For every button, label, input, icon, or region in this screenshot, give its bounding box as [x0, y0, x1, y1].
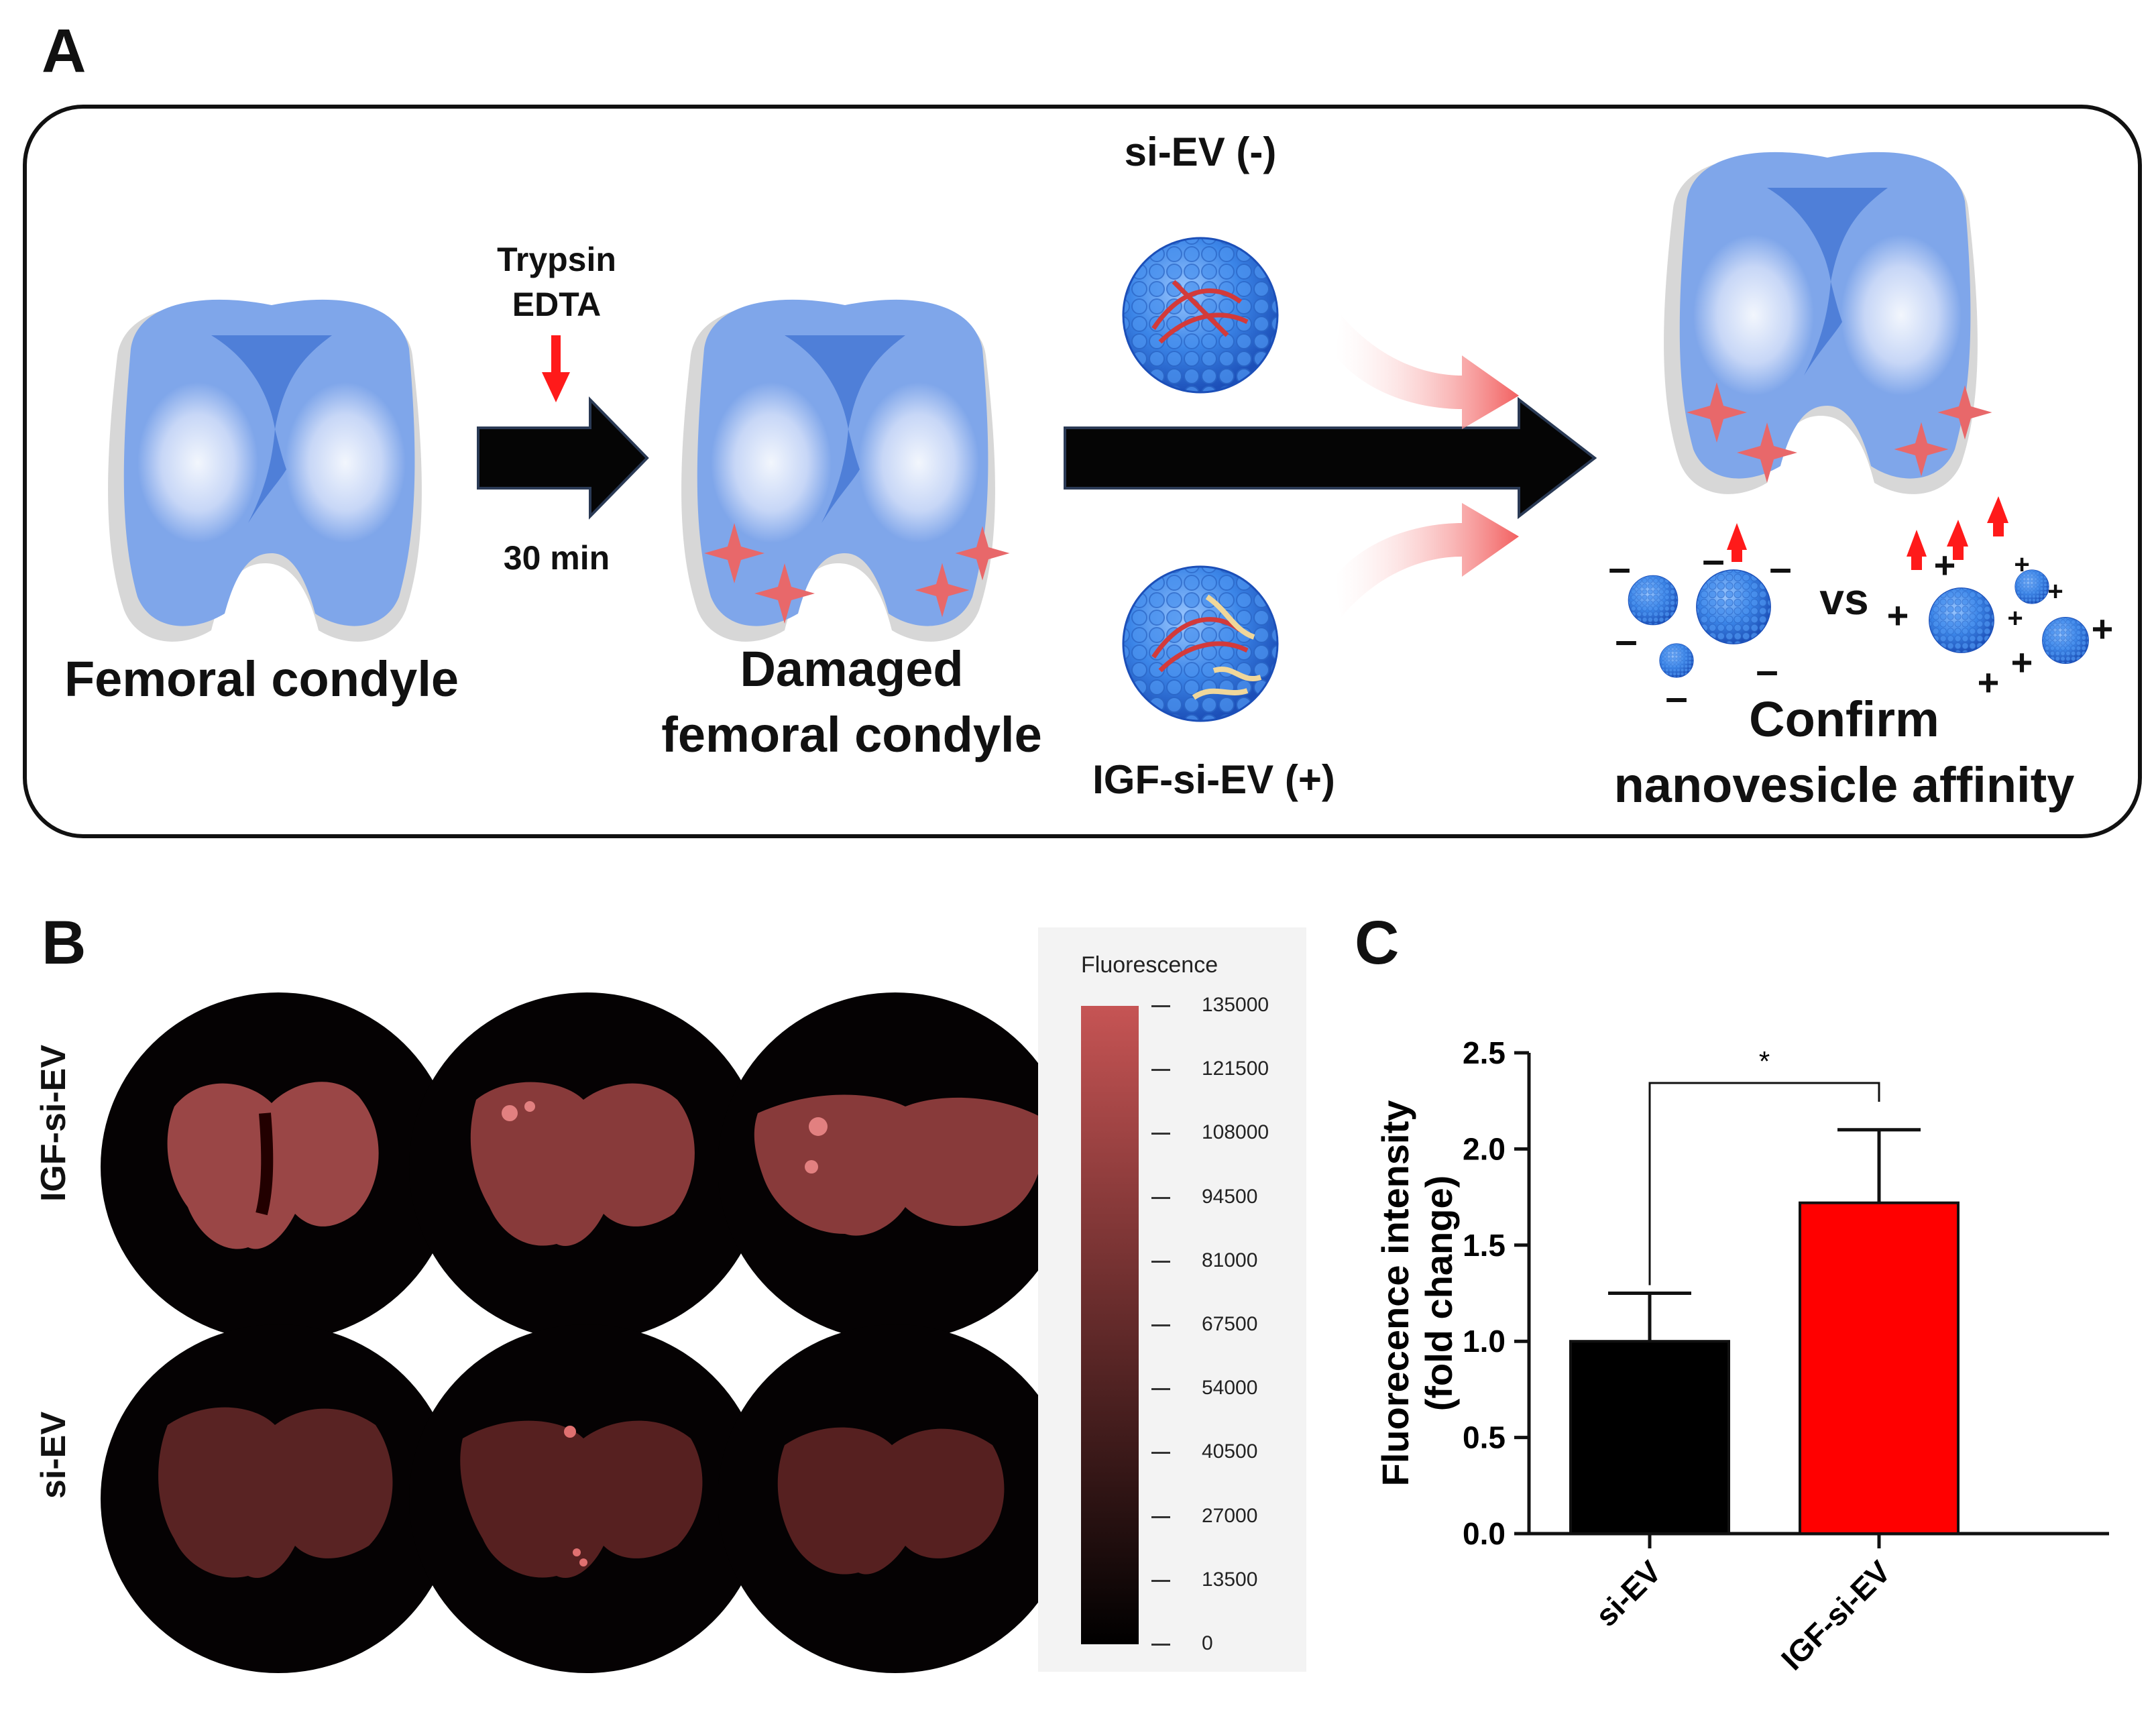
panel-a-graphics — [108, 152, 2089, 722]
arrow-trypsin — [477, 396, 649, 520]
y-axis-label: Fluorecence intensity — [1374, 1100, 1416, 1487]
knee-damaged — [681, 299, 1010, 642]
panel-a-frame — [23, 105, 2142, 838]
colorbar-tick — [1151, 1133, 1170, 1135]
pos-sign: + — [1886, 594, 1909, 636]
colorbar-tick-label: 135000 — [1202, 994, 1269, 1016]
colorbar-tick-label: 108000 — [1202, 1121, 1269, 1144]
colorbar-tick — [1151, 1579, 1170, 1582]
red-down-arrow — [542, 335, 570, 402]
arrow-main — [1064, 396, 1597, 520]
colorbar-tick-label: 40500 — [1202, 1440, 1258, 1463]
stage2-label-1: Damaged — [740, 641, 964, 697]
neg-sign: – — [1702, 537, 1725, 582]
stage2-label-2: femoral condyle — [661, 707, 1042, 762]
colorbar-panel — [1038, 927, 1306, 1672]
colorbar-tick — [1151, 1516, 1170, 1518]
panel-letter-a: A — [42, 17, 87, 85]
fluorescence-image — [409, 992, 764, 1341]
x-tick-label: si-EV — [1589, 1554, 1668, 1633]
y-tick-label: 1.5 — [1463, 1228, 1506, 1263]
y-axis-label: (fold change) — [1418, 1176, 1460, 1412]
knee-outcome — [1664, 152, 1992, 494]
colorbar-gradient — [1081, 1006, 1139, 1644]
bar — [1799, 1201, 1960, 1535]
fluorescence-image — [718, 992, 1073, 1341]
small-ev-pos — [1929, 587, 1994, 653]
neg-sign: – — [1756, 648, 1778, 693]
fluorescence-image — [101, 1324, 456, 1673]
time-label: 30 min — [503, 539, 610, 577]
colorbar-title: Fluorescence — [1081, 952, 1218, 978]
neg-sign: – — [1769, 545, 1792, 590]
colorbar-tick — [1151, 1388, 1170, 1391]
colorbar-tick — [1151, 1196, 1170, 1199]
outcome-label-1: Confirm — [1749, 691, 1939, 747]
bar-chart: 0.0 0.5 1.0 1.5 2.0 2.5 si-EV IGF-si-EV * Fluorec… — [1374, 1035, 2109, 1676]
treatment-label-1: Trypsin — [497, 241, 616, 278]
red-curve-arrow-bottom — [1335, 503, 1519, 617]
ev-sphere-neg — [1122, 237, 1279, 394]
fluorescence-image — [101, 992, 456, 1341]
panel-letter-c: C — [1355, 909, 1400, 977]
colorbar-tick-label: 0 — [1202, 1632, 1213, 1654]
row-label-igf: IGF-si-EV — [34, 1044, 73, 1202]
bar — [1569, 1340, 1730, 1535]
stage1-label: Femoral condyle — [64, 651, 459, 707]
small-ev-neg — [1659, 643, 1694, 678]
colorbar-tick-label: 13500 — [1202, 1568, 1258, 1591]
colorbar-tick — [1151, 1644, 1170, 1646]
outcome-label-2: nanovesicle affinity — [1613, 757, 2075, 813]
colorbar-tick-label: 81000 — [1202, 1249, 1258, 1271]
colorbar-tick-label: 94500 — [1202, 1185, 1258, 1208]
row-label-si: si-EV — [34, 1411, 73, 1499]
colorbar-tick — [1151, 1069, 1170, 1072]
ev-sphere-pos — [1122, 565, 1279, 722]
knee-intact — [108, 299, 422, 642]
pos-sign: + — [1977, 661, 2000, 703]
y-tick-label: 2.0 — [1463, 1131, 1506, 1166]
y-tick-label: 1.0 — [1463, 1324, 1506, 1359]
red-up-arrows — [1727, 496, 2008, 570]
red-curve-arrow-top — [1335, 315, 1519, 429]
colorbar-tick-label: 27000 — [1202, 1504, 1258, 1527]
y-tick-label: 2.5 — [1463, 1035, 1506, 1070]
pos-sign: + — [2091, 608, 2114, 650]
pos-sign: + — [2014, 550, 2030, 579]
y-tick-label: 0.0 — [1463, 1516, 1506, 1551]
neg-sign: – — [1665, 675, 1688, 720]
vs-label: vs — [1819, 574, 1869, 624]
y-tick-label: 0.5 — [1463, 1420, 1506, 1455]
fluorescence-image — [409, 1324, 764, 1673]
significance-bracket — [1648, 1082, 1880, 1286]
pos-sign: + — [2047, 577, 2063, 606]
panel-letter-b: B — [42, 909, 87, 977]
x-tick-label: IGF-si-EV — [1774, 1554, 1897, 1676]
treatment-label-2: EDTA — [512, 286, 602, 323]
significance-star: * — [1759, 1045, 1770, 1077]
ev-top-label: si-EV (-) — [1124, 129, 1277, 174]
colorbar-tick-label: 54000 — [1202, 1377, 1258, 1400]
colorbar-tick-label: 121500 — [1202, 1058, 1269, 1080]
neg-sign: – — [1608, 545, 1631, 590]
fluorescence-image — [718, 1324, 1073, 1673]
colorbar-tick — [1151, 1005, 1170, 1007]
colorbar-tick — [1151, 1324, 1170, 1326]
pos-sign: + — [2007, 604, 2023, 633]
colorbar-tick-label: 67500 — [1202, 1313, 1258, 1335]
colorbar-tick — [1151, 1260, 1170, 1263]
neg-sign: – — [1615, 618, 1638, 663]
ev-bottom-label: IGF-si-EV (+) — [1092, 757, 1335, 802]
pos-sign: + — [2010, 641, 2033, 683]
colorbar-tick — [1151, 1452, 1170, 1454]
pos-sign: + — [1933, 544, 1956, 586]
